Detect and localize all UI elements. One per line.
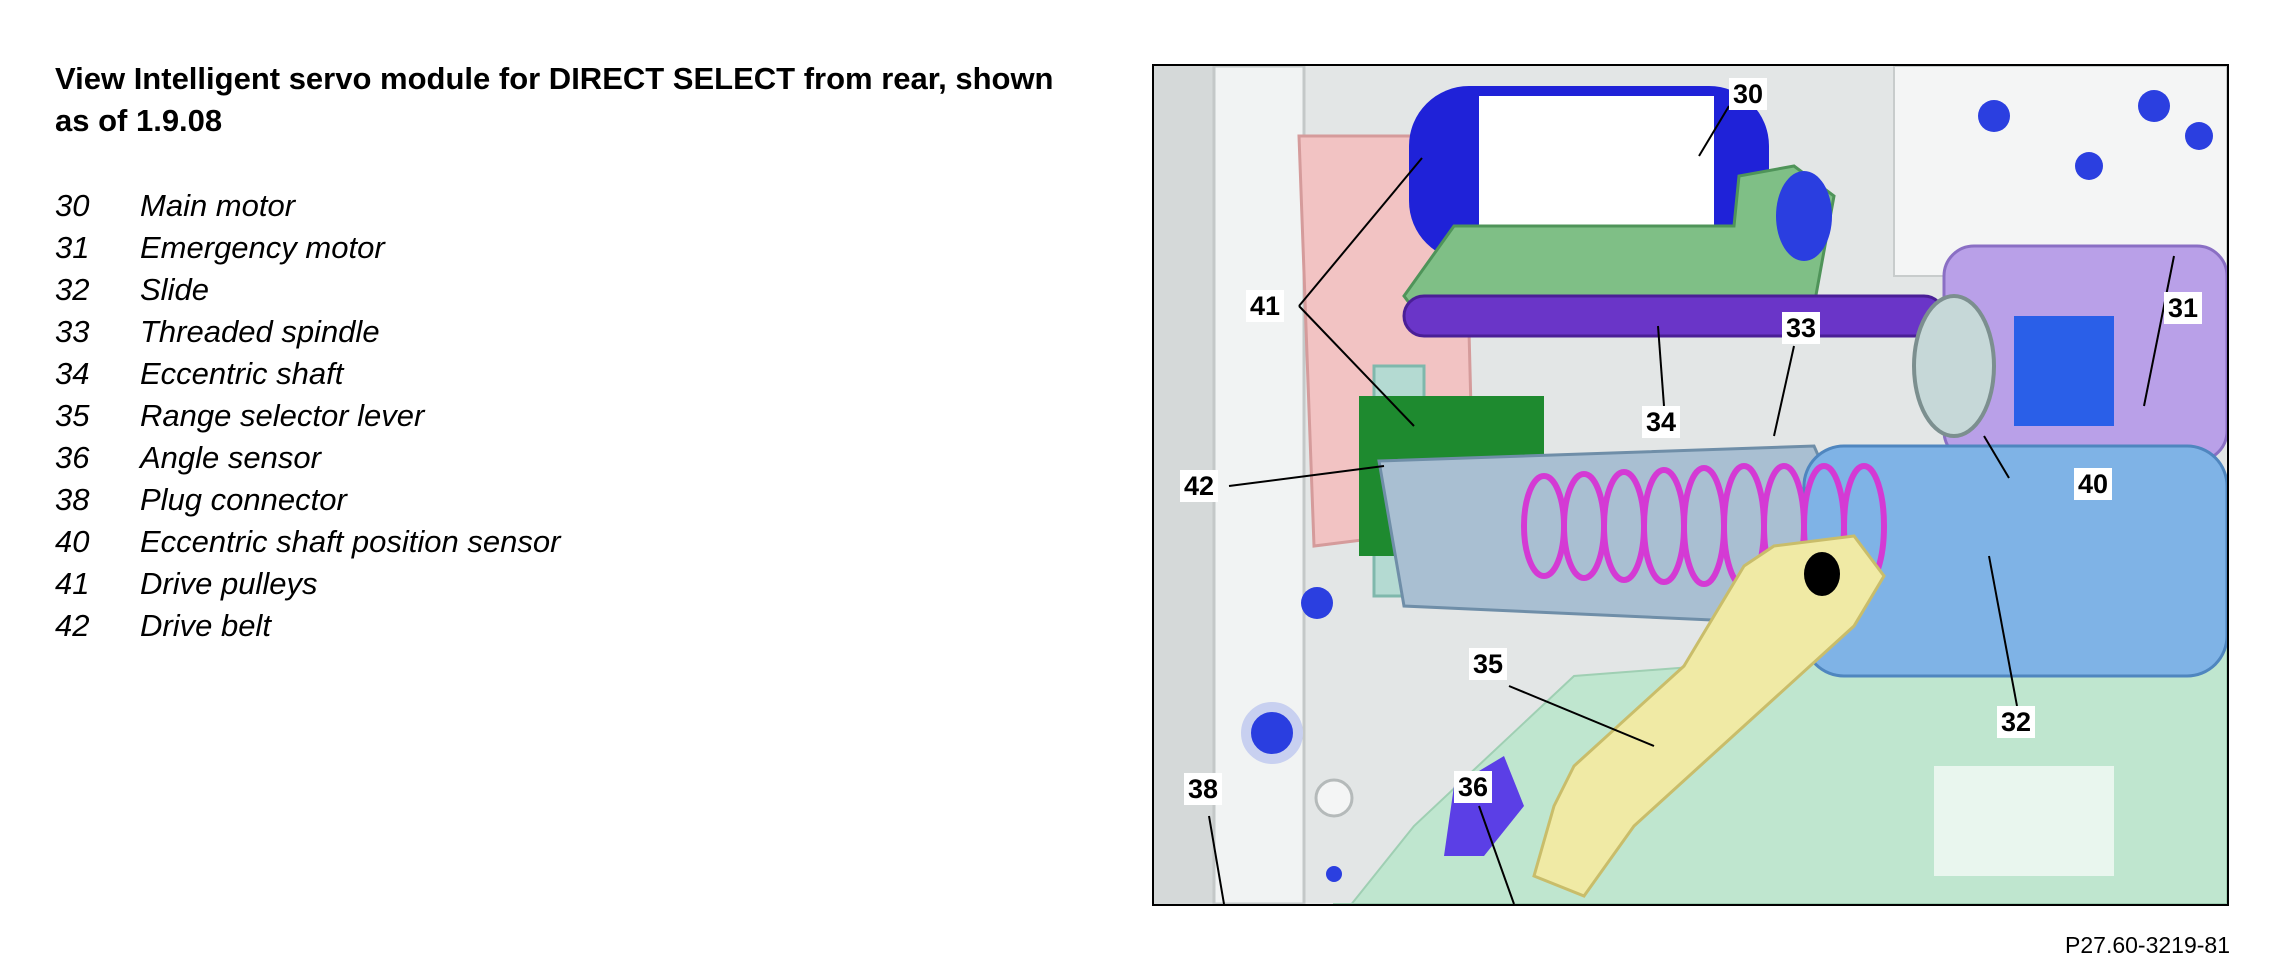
callout-30: 30 <box>1729 78 1768 110</box>
leader-42 <box>1228 465 1385 487</box>
legend-number: 32 <box>55 272 90 307</box>
screw <box>2138 90 2170 122</box>
screw <box>1978 100 2010 132</box>
legend-label: Main motor <box>140 188 296 223</box>
legend-label: Plug connector <box>140 482 347 517</box>
legend-label: Angle sensor <box>140 440 321 475</box>
servo-module-illustration: 30 31 32 33 34 35 36 38 40 41 42 <box>1152 64 2229 906</box>
range-selector-lever <box>1532 534 1886 898</box>
legend-item: 35 Range selector lever <box>55 395 1055 437</box>
legend-item: 31 Emergency motor <box>55 227 1055 269</box>
legend-number: 42 <box>55 608 90 643</box>
motor-shaft-end <box>1776 171 1832 261</box>
emergency-motor-housing <box>2014 316 2114 426</box>
callout-31: 31 <box>2164 292 2203 324</box>
eccentric-shaft-sensor-ring <box>1912 294 1996 438</box>
legend-number: 34 <box>55 356 90 391</box>
legend-label: Emergency motor <box>140 230 385 265</box>
leader-34 <box>1657 325 1665 407</box>
legend-label: Drive belt <box>140 608 271 643</box>
legend-number: 40 <box>55 524 90 559</box>
callout-40: 40 <box>2074 468 2113 500</box>
legend-item: 38 Plug connector <box>55 479 1055 521</box>
pcb-component <box>1934 766 2114 876</box>
legend-label: Range selector lever <box>140 398 425 433</box>
legend-number: 41 <box>55 566 90 601</box>
legend-item: 40 Eccentric shaft position sensor <box>55 521 1055 563</box>
legend-label: Eccentric shaft <box>140 356 344 391</box>
figure-reference: P27.60-3219-81 <box>2065 932 2230 958</box>
illustration-svg <box>1154 66 2227 904</box>
legend-item: 41 Drive pulleys <box>55 563 1055 605</box>
screw <box>2185 122 2213 150</box>
legend-label: Drive pulleys <box>140 566 318 601</box>
legend-number: 38 <box>55 482 90 517</box>
legend-item: 33 Threaded spindle <box>55 311 1055 353</box>
legend-label: Slide <box>140 272 209 307</box>
leader-40 <box>1983 435 2010 479</box>
leader-41-lower <box>1298 305 1415 427</box>
legend-item: 34 Eccentric shaft <box>55 353 1055 395</box>
legend-number: 30 <box>55 188 90 223</box>
leader-38 <box>1208 815 1225 904</box>
leader-41-upper <box>1298 157 1423 307</box>
legend-item: 30 Main motor <box>55 185 1055 227</box>
legend-number: 36 <box>55 440 90 475</box>
lever-pivot-hole <box>1804 552 1840 596</box>
legend-list: 30 Main motor 31 Emergency motor 32 Slide 3… <box>55 185 1055 647</box>
callout-38: 38 <box>1184 773 1223 805</box>
housing-rib <box>1212 66 1306 904</box>
callout-35: 35 <box>1469 648 1508 680</box>
legend-number: 31 <box>55 230 90 265</box>
housing-top-right <box>1893 66 2227 277</box>
callout-32: 32 <box>1997 706 2036 738</box>
screw-hole <box>1314 778 1354 818</box>
screw <box>1301 587 1333 619</box>
legend-number: 35 <box>55 398 90 433</box>
legend-item: 32 Slide <box>55 269 1055 311</box>
legend-number: 33 <box>55 314 90 349</box>
legend-item: 36 Angle sensor <box>55 437 1055 479</box>
leader-35 <box>1508 685 1655 747</box>
eccentric-shaft <box>1402 294 1946 338</box>
callout-42: 42 <box>1180 470 1219 502</box>
callout-33: 33 <box>1782 312 1821 344</box>
screw-boss <box>1241 702 1303 764</box>
leader-30 <box>1698 105 1730 157</box>
leader-31 <box>2143 255 2175 407</box>
leader-32 <box>1988 555 2018 707</box>
screw <box>1326 866 1342 882</box>
legend-item: 42 Drive belt <box>55 605 1055 647</box>
legend-label: Eccentric shaft position sensor <box>140 524 561 559</box>
callout-41: 41 <box>1246 290 1285 322</box>
callout-36: 36 <box>1454 771 1493 803</box>
page-title: View Intelligent servo module for DIRECT… <box>55 61 1054 138</box>
screw <box>2075 152 2103 180</box>
callout-34: 34 <box>1642 406 1681 438</box>
leader-33 <box>1773 345 1795 437</box>
callout-leaders <box>1208 105 2175 904</box>
legend-label: Threaded spindle <box>140 314 380 349</box>
leader-36 <box>1478 805 1515 904</box>
